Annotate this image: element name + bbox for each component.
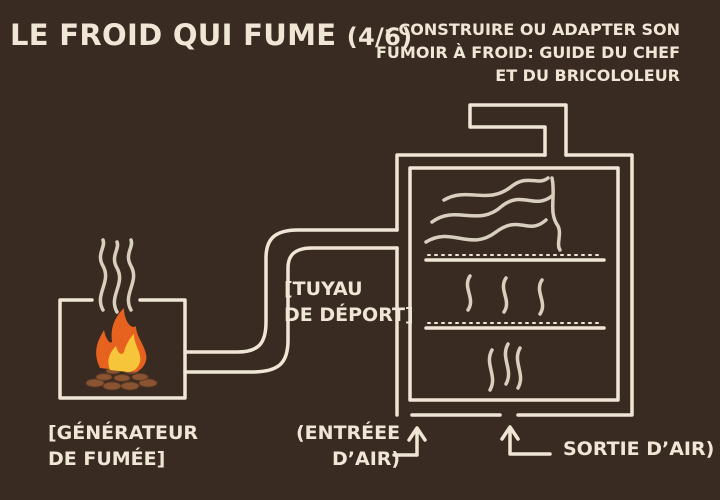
subtitle: – CONSTRUIRE OU ADAPTER SON FUMOIR À FRO… xyxy=(376,18,680,87)
cabinet-inner xyxy=(408,166,620,402)
chimney xyxy=(468,103,568,157)
air-out-arrow xyxy=(508,428,552,456)
page-title: LE FROID QUI FUME (4/6) xyxy=(10,18,412,52)
generator-box xyxy=(58,298,187,400)
title-text: LE FROID QUI FUME xyxy=(10,18,337,52)
air-out-label: SORTIE D’AIR) xyxy=(563,438,715,460)
label-line: [GÉNÉRATEUR xyxy=(48,422,198,444)
cabinet-outer xyxy=(395,153,634,417)
label-line: D’AIR) xyxy=(332,448,401,470)
wood-pile-icon xyxy=(85,367,158,391)
pipe-inner xyxy=(183,246,399,374)
air-in-label: (ENTRÉEE D’AIR) xyxy=(296,420,400,472)
subtitle-line: – CONSTRUIRE OU ADAPTER SON xyxy=(384,20,680,39)
cabinet-smoke-icon xyxy=(424,176,562,392)
label-line: (ENTRÉEE xyxy=(296,422,401,444)
label-line: DE FUMÉE] xyxy=(48,448,166,470)
pipe-label: [TUYAU DE DÉPORT] xyxy=(284,276,414,328)
title-part: (4/6) xyxy=(346,23,413,51)
label-line: [TUYAU xyxy=(284,278,363,300)
pipe-outer xyxy=(183,228,399,354)
generator-label: [GÉNÉRATEUR DE FUMÉE] xyxy=(48,420,198,472)
subtitle-line: FUMOIR À FROID: GUIDE DU CHEF xyxy=(376,43,680,62)
subtitle-line: ET DU BRICOLOLEUR xyxy=(495,66,680,85)
air-in-arrow xyxy=(392,429,419,457)
label-line: DE DÉPORT] xyxy=(284,304,414,326)
fire-icon xyxy=(96,308,147,372)
smoke-icon xyxy=(98,238,136,314)
